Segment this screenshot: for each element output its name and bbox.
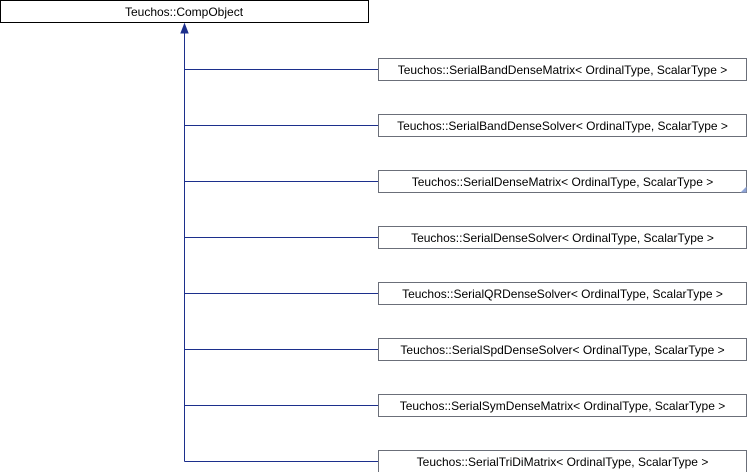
child-node-box (378, 450, 747, 472)
child-node[interactable]: Teuchos::SerialDenseSolver< OrdinalType,… (378, 226, 747, 249)
child-nodes: Teuchos::SerialBandDenseMatrix< OrdinalT… (378, 58, 747, 472)
child-node[interactable]: Teuchos::SerialTriDiMatrix< OrdinalType,… (378, 450, 747, 472)
child-node-label: Teuchos::SerialBandDenseMatrix< OrdinalT… (398, 63, 728, 77)
more-subclasses-fold-icon (740, 186, 747, 193)
child-node-label: Teuchos::SerialQRDenseSolver< OrdinalTyp… (402, 287, 723, 301)
child-node-label: Teuchos::SerialBandDenseSolver< OrdinalT… (397, 119, 728, 133)
child-node-label: Teuchos::SerialDenseMatrix< OrdinalType,… (412, 175, 713, 189)
child-node-label: Teuchos::SerialSymDenseMatrix< OrdinalTy… (400, 399, 725, 413)
child-node-box (378, 58, 747, 81)
child-node[interactable]: Teuchos::SerialQRDenseSolver< OrdinalTyp… (378, 282, 747, 305)
child-node-box (378, 170, 747, 193)
child-node-box (378, 394, 747, 417)
child-node[interactable]: Teuchos::SerialBandDenseMatrix< OrdinalT… (378, 58, 747, 81)
root-node-box (0, 0, 369, 23)
child-node[interactable]: Teuchos::SerialDenseMatrix< OrdinalType,… (378, 170, 747, 193)
child-node-label: Teuchos::SerialSpdDenseSolver< OrdinalTy… (400, 343, 724, 357)
root-node[interactable]: Teuchos::CompObject (0, 0, 369, 23)
child-node[interactable]: Teuchos::SerialSpdDenseSolver< OrdinalTy… (378, 338, 747, 361)
child-node-box (378, 226, 747, 249)
inheritance-edges (180, 22, 379, 462)
root-node-label: Teuchos::CompObject (125, 5, 244, 19)
child-node-label: Teuchos::SerialDenseSolver< OrdinalType,… (411, 231, 714, 245)
inheritance-arrowhead (180, 22, 189, 34)
child-node-label: Teuchos::SerialTriDiMatrix< OrdinalType,… (417, 455, 709, 469)
child-node-box (378, 114, 747, 137)
child-node-box (378, 338, 747, 361)
child-node[interactable]: Teuchos::SerialBandDenseSolver< OrdinalT… (378, 114, 747, 137)
child-node-box (378, 282, 747, 305)
child-node[interactable]: Teuchos::SerialSymDenseMatrix< OrdinalTy… (378, 394, 747, 417)
